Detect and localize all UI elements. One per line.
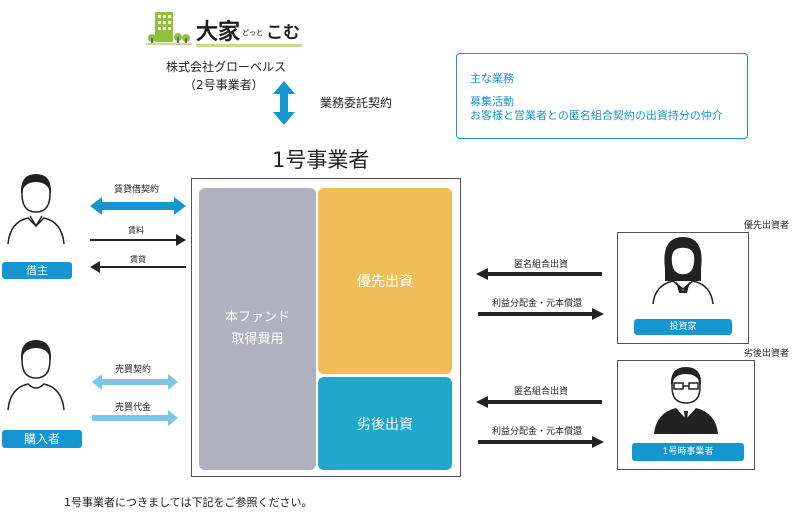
buyer-label: 購入者 [23, 432, 60, 446]
female-investor-icon [652, 237, 714, 305]
operator-tag: 1号時事業者 [632, 443, 744, 461]
logo-suffix2-text: こむ [266, 23, 300, 43]
building-tree-logo-icon [146, 12, 192, 45]
junior-investor-box: 1号時事業者 [617, 360, 755, 470]
lease-arrow-icon [90, 261, 186, 273]
male-operator-icon [654, 367, 718, 434]
contract-double-arrow-icon [273, 81, 295, 125]
fund-cost-line2: 取得費用 [231, 332, 284, 347]
junior-investment-cell: 劣後出資 [318, 377, 452, 470]
services-line2: お客様と営業者との匿名組合契約の出資持分の仲介 [470, 109, 723, 122]
senior-outflow-label: 利益分配金・元本償還 [492, 299, 583, 309]
senior-outflow-arrow-icon [478, 308, 604, 320]
logo-main-text: 大家 [196, 20, 241, 45]
sale-contract-label: 売買契約 [115, 365, 152, 375]
senior-investment-label: 優先出資 [357, 274, 413, 290]
logo: 大家 どっと こむ [146, 8, 306, 48]
fund-cost-cell: 本ファンド 取得費用 [199, 188, 316, 470]
rent-label: 賃料 [128, 226, 144, 235]
investor-label: 投資家 [669, 322, 697, 332]
lease-label: 賃貸 [130, 255, 146, 264]
fund-box: 本ファンド 取得費用 優先出資 劣後出資 [191, 178, 461, 477]
senior-investor-box: 投資家 [617, 232, 749, 344]
company-type: （2号事業者） [184, 78, 264, 92]
sale-price-label: 売買代金 [115, 403, 152, 413]
sale-price-arrow-icon [92, 410, 178, 426]
tenant-tag: 借主 [2, 262, 72, 279]
logo-underline [196, 44, 302, 47]
footer-note: 1号事業者につきましては下記をご参照ください。 [64, 496, 313, 509]
fund-cost-line1: 本ファンド [224, 310, 290, 325]
senior-inflow-arrow-icon [476, 268, 602, 280]
lease-contract-arrow-icon [90, 197, 186, 215]
contract-label: 業務委託契約 [320, 96, 393, 110]
buyer-tag: 購入者 [2, 430, 82, 448]
services-box: 主な業務 募集活動 お客様と営業者との匿名組合契約の出資持分の仲介 [456, 53, 748, 139]
services-title: 主な業務 [470, 72, 514, 85]
tenant-person-icon [7, 174, 65, 245]
junior-investment-label: 劣後出資 [357, 416, 413, 433]
junior-outflow-label: 利益分配金・元本償還 [492, 427, 583, 437]
junior-inflow-arrow-icon [476, 396, 602, 408]
lease-contract-label: 賃貸借契約 [114, 185, 160, 195]
company-name: 株式会社グローベルス [166, 60, 287, 74]
investor-tag: 投資家 [634, 319, 732, 335]
junior-outflow-arrow-icon [478, 436, 604, 448]
tenant-label: 借主 [26, 264, 48, 277]
senior-investor-title: 優先出資者 [744, 221, 790, 231]
buyer-person-icon [7, 340, 65, 411]
sale-contract-arrow-icon [92, 374, 178, 390]
services-line1: 募集活動 [470, 95, 514, 108]
rent-arrow-icon [90, 234, 186, 246]
junior-inflow-label: 匿名組合出資 [514, 387, 569, 397]
logo-suffix-text: どっと [242, 29, 263, 37]
junior-investor-title: 劣後出資者 [744, 349, 790, 359]
operator-label: 1号時事業者 [662, 447, 714, 457]
senior-inflow-label: 匿名組合出資 [514, 260, 569, 270]
senior-investment-cell: 優先出資 [318, 188, 452, 374]
operator-title: 1号事業者 [272, 148, 370, 172]
